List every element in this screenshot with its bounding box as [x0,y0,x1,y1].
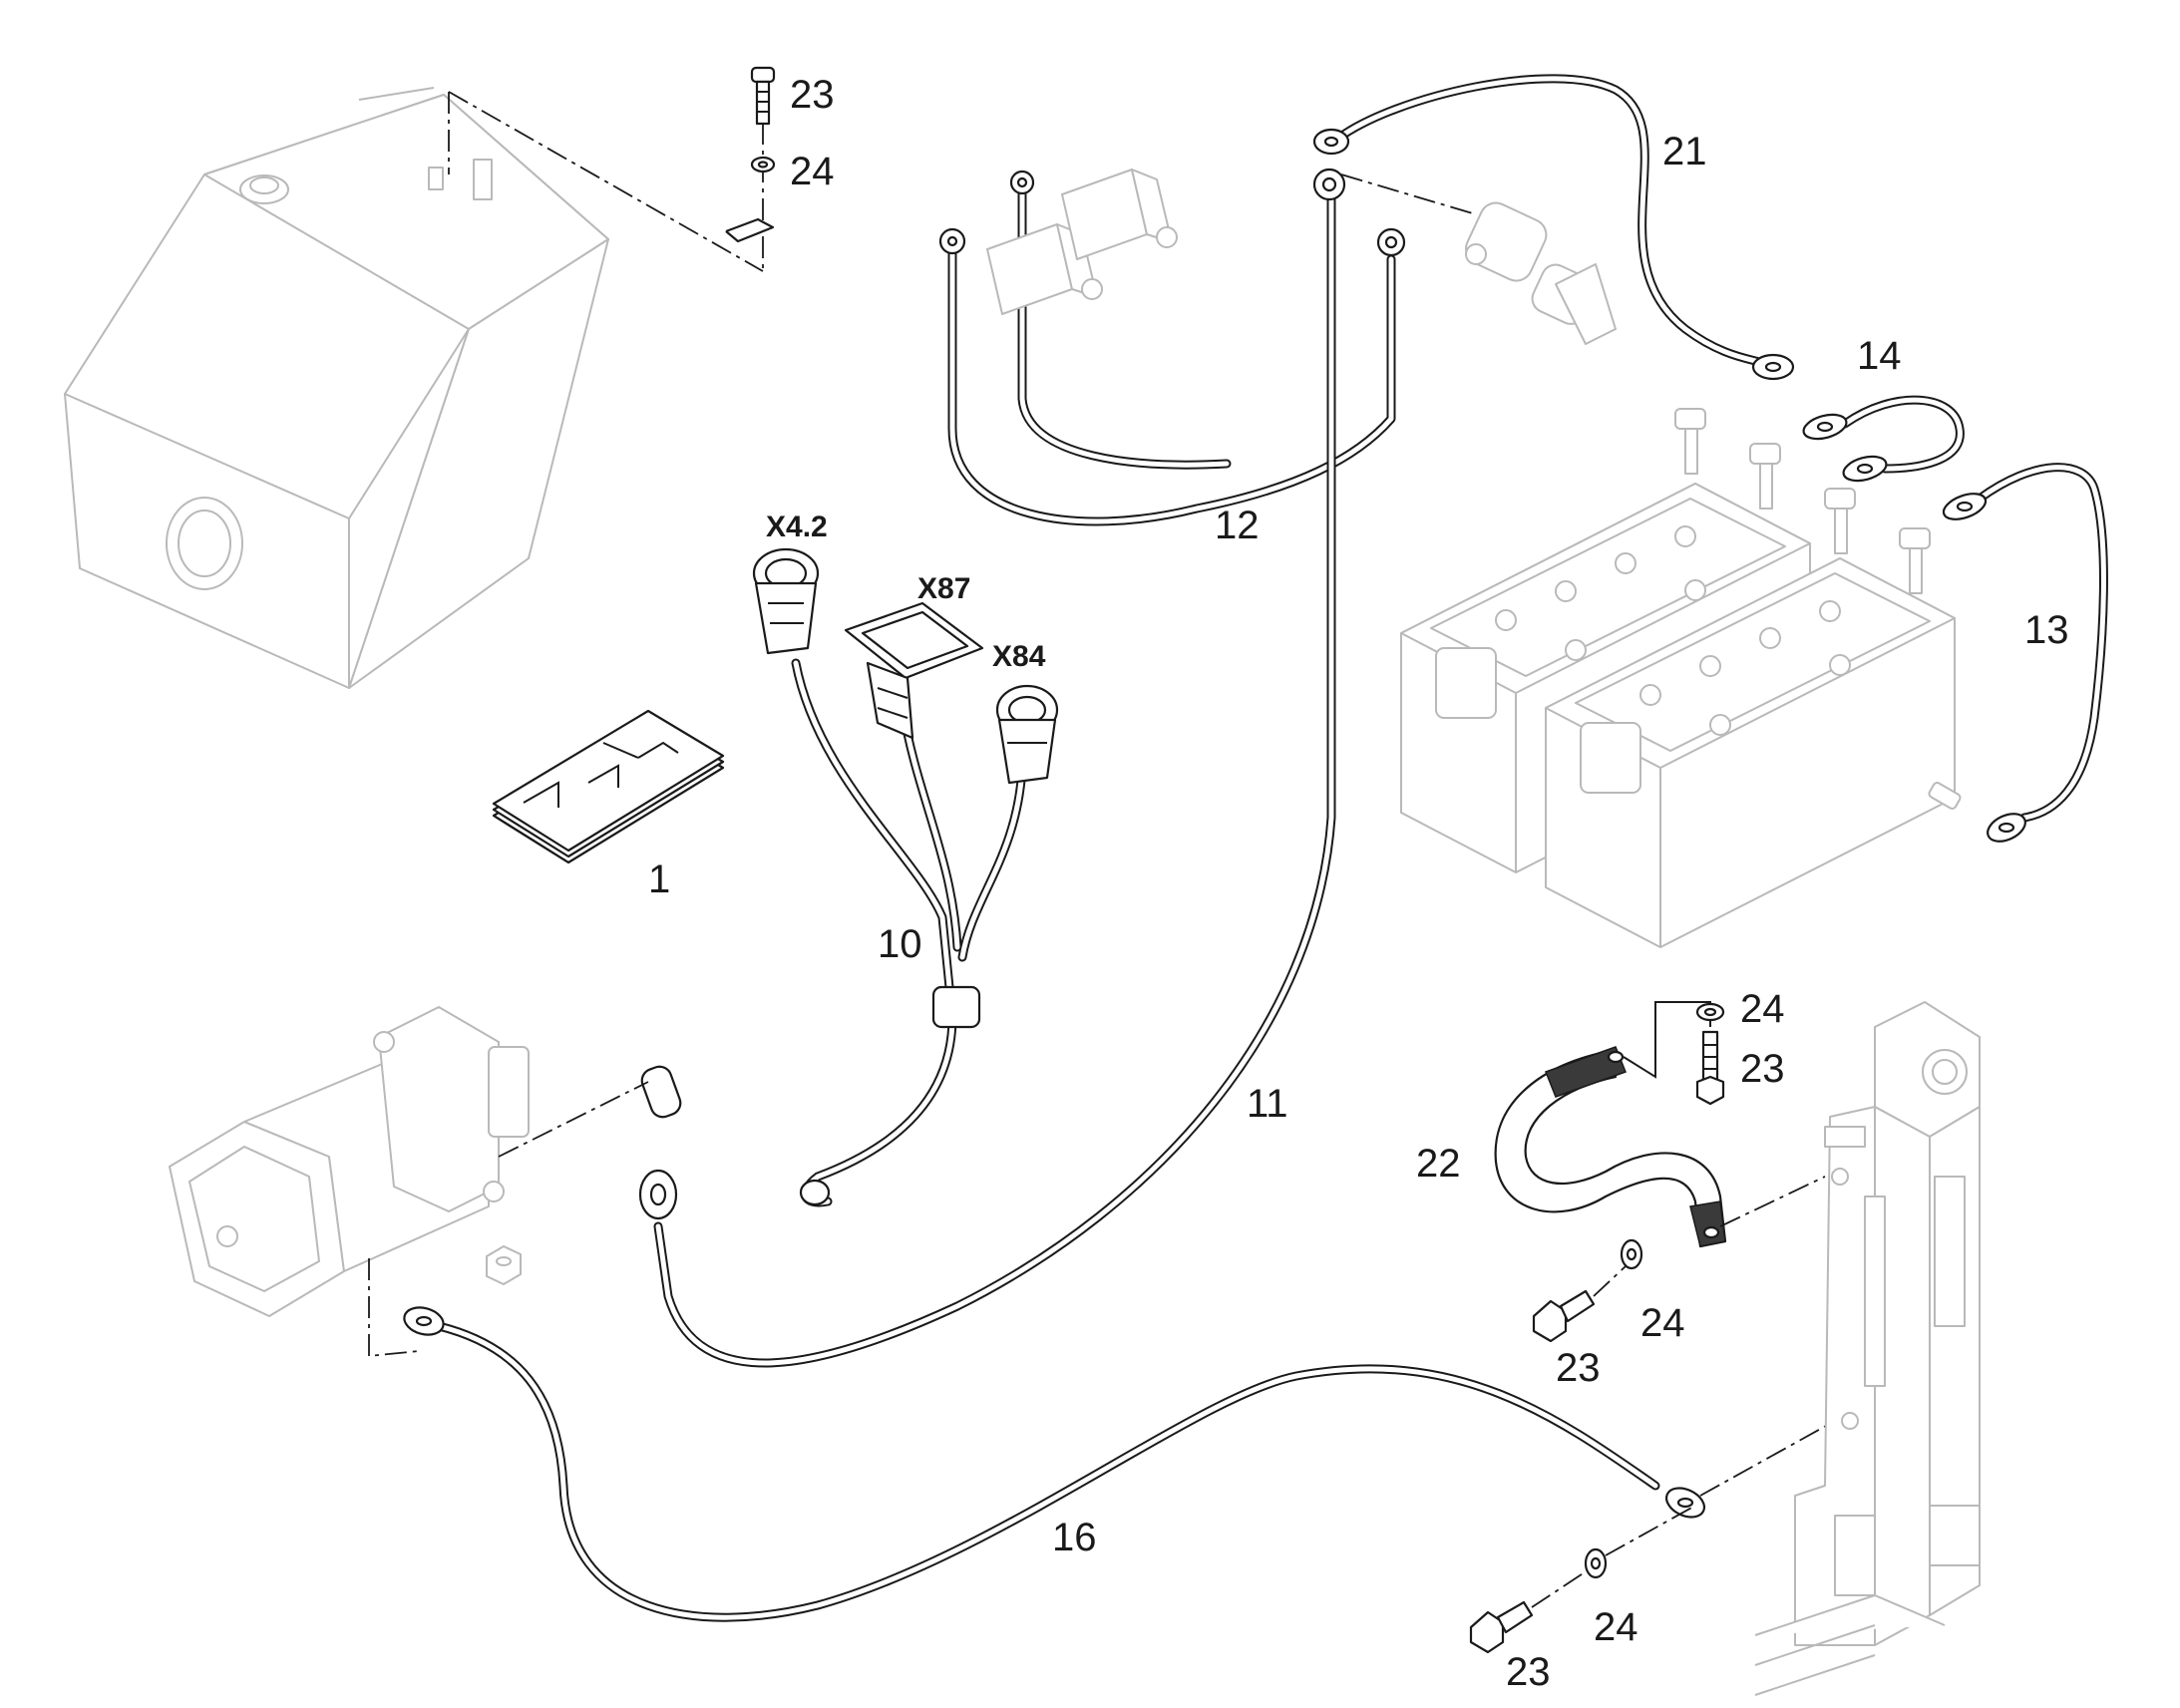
cable-11 [638,168,1346,1368]
switch-modules [986,169,1178,315]
connector-x87 [844,601,984,740]
label-part-24-top: 24 [790,150,835,193]
cable-21 [1312,74,1795,381]
cable-13 [1928,463,2108,843]
washer-24-mid [1620,1238,1643,1270]
frame-mast [1754,1001,1981,1696]
label-part-11: 11 [1247,1082,1288,1126]
fuel-tank [64,87,609,689]
cable-16 [403,1306,1706,1622]
label-part-23-bottom: 23 [1506,1650,1551,1694]
washer-24-bottom [1584,1547,1608,1579]
label-part-24-bottom: 24 [1594,1605,1638,1649]
label-part-23-strap: 23 [1740,1047,1785,1091]
label-part-22: 22 [1416,1142,1461,1186]
tank-bracket [725,217,775,243]
label-part-12: 12 [1215,504,1260,547]
label-part-23-top: 23 [790,73,835,117]
cable-12 [938,170,1406,526]
nut [486,1245,522,1285]
washer-24-strap [1695,1002,1725,1022]
harness-10 [791,658,1027,1207]
part-labels: 23 24 21 14 12 13 1 10 11 22 24 23 24 23… [648,73,2069,1694]
label-part-24-strap: 24 [1740,987,1785,1031]
label-connector-x4-2: X4.2 [766,511,828,543]
washer-24-top [750,156,776,173]
label-part-14: 14 [1857,334,1902,378]
label-part-1: 1 [648,857,670,901]
battery-right [1545,557,1956,948]
connector-x4-2 [752,547,820,655]
label-part-24-mid: 24 [1640,1301,1685,1345]
bolt-23-bottom [1469,1420,1836,1654]
wiring-schematic-booklet [492,709,725,864]
label-part-21: 21 [1662,130,1707,173]
connector-labels: X4.2 X87 X84 [766,511,1046,673]
ground-strap-22 [1494,1046,1727,1248]
label-connector-x87: X87 [917,572,970,605]
bolt-23-mid [1532,1265,1627,1343]
label-part-13: 13 [2024,608,2069,652]
label-connector-x84: X84 [992,640,1046,673]
battery-disconnect-switch [1340,173,1617,345]
label-part-10: 10 [878,922,922,966]
bolt-23-strap [1695,1030,1725,1106]
starter-leaders [368,1081,649,1357]
label-part-16: 16 [1052,1516,1097,1559]
starter-motor [169,1006,530,1317]
cable-14 [1802,395,1965,483]
label-part-23-mid: 23 [1556,1346,1601,1390]
connector-x84 [995,684,1059,785]
battery-terminals [1674,408,1931,594]
bolt-23-top [750,66,776,126]
